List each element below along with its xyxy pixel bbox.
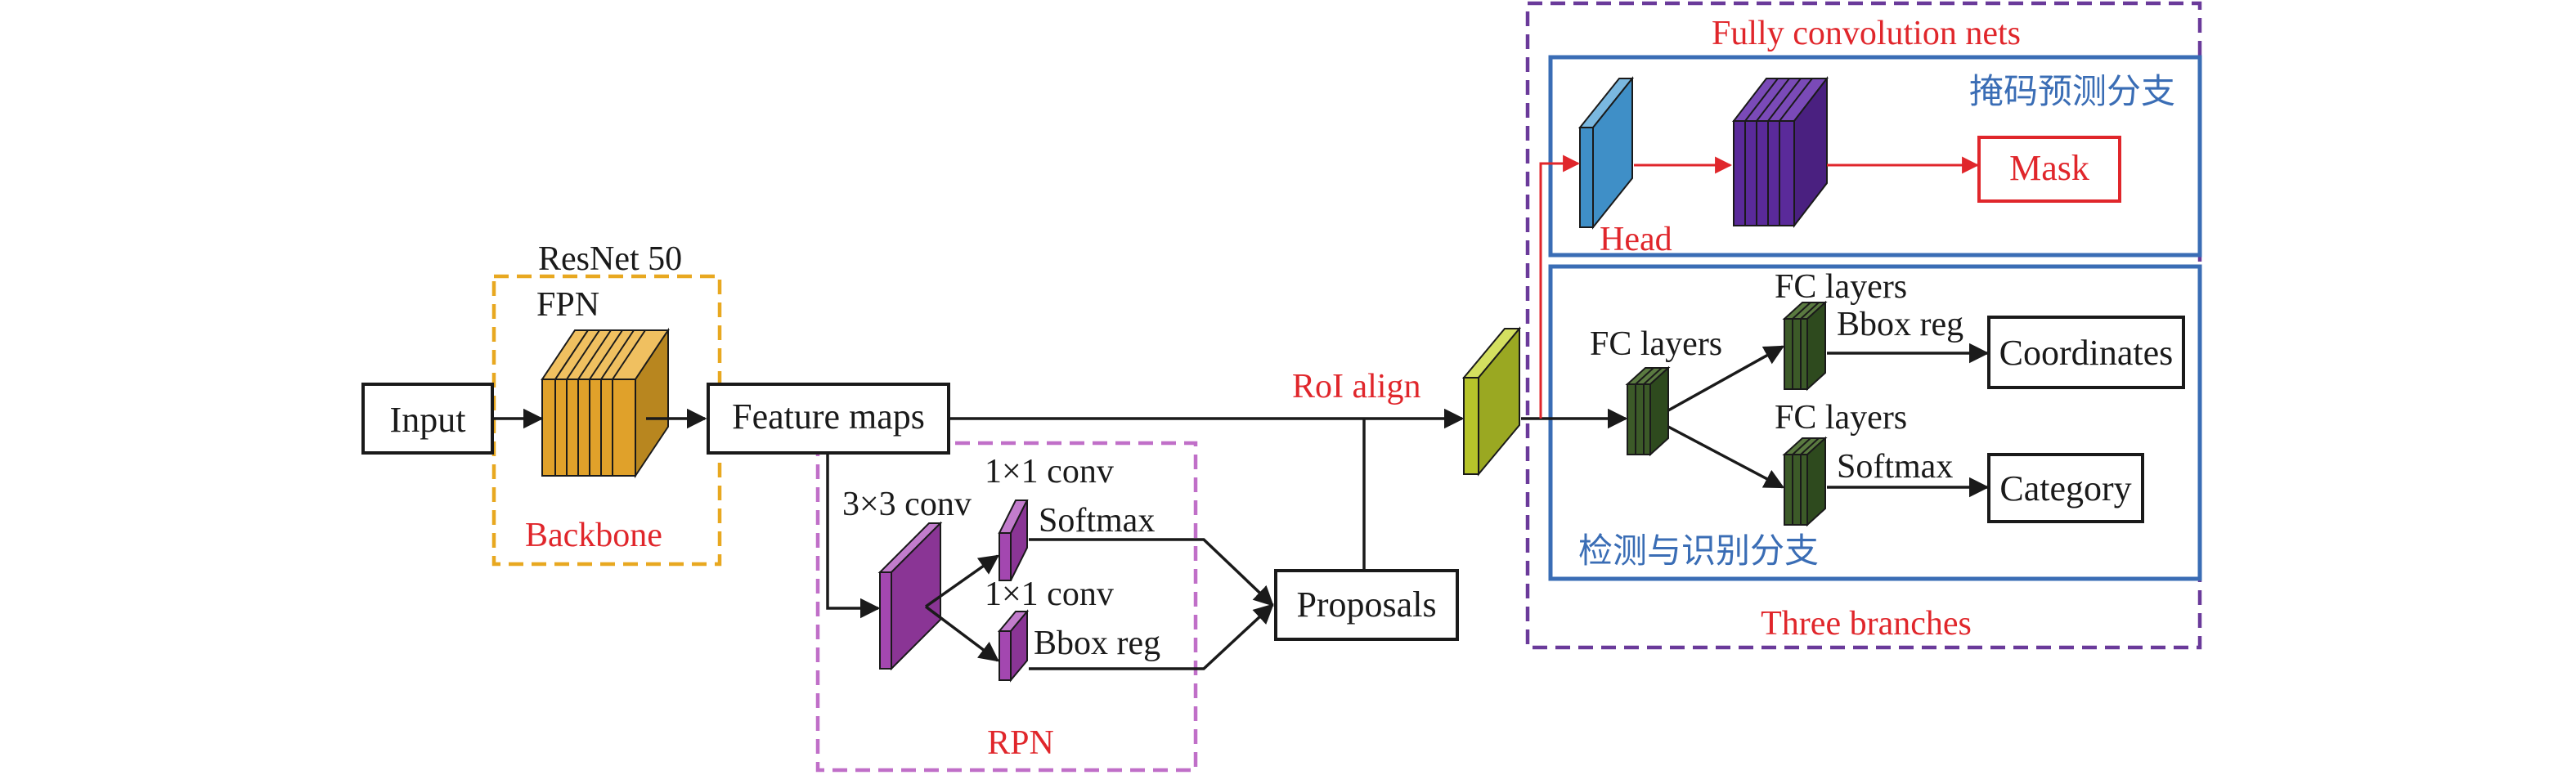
category-node: Category (1987, 453, 2144, 523)
mask-branch-label: 掩码预测分支 (1969, 74, 2175, 111)
detection-branch-label: 检测与识别分支 (1578, 532, 1819, 571)
bbox-rpn-label: Bbox reg (1034, 625, 1160, 662)
edge-feature-maps-to-rpn (826, 437, 881, 619)
three-branches-label: Three branches (1761, 605, 1972, 643)
rpn-frame (815, 441, 1198, 773)
detection-branch-frame (1548, 264, 2202, 581)
layer-edge (600, 329, 635, 380)
softmax-label: Softmax (1837, 448, 1953, 486)
input-node: Input (361, 383, 494, 455)
fc-layers-top-block (1782, 300, 1828, 392)
edge-fc-main-to-fc-top (1667, 345, 1785, 412)
mask-label: Mask (2009, 148, 2089, 188)
edge-bbox-to-proposals (1029, 603, 1274, 670)
category-label: Category (1999, 468, 2131, 508)
conv1-top-label: 1×1 conv (985, 453, 1114, 491)
roi-align-label: RoI align (1292, 368, 1420, 405)
coordinates-node: Coordinates (1987, 316, 2185, 389)
backbone-layer (577, 379, 590, 477)
proposals-label: Proposals (1296, 585, 1436, 625)
feature-maps-label: Feature maps (732, 396, 925, 437)
coordinates-label: Coordinates (1999, 333, 2174, 373)
backbone-layer-side (635, 327, 669, 479)
edge-roi-to-head (1539, 155, 1581, 419)
input-label: Input (390, 400, 466, 440)
edge-3x3-to-1x1-bottom (924, 605, 999, 662)
head-block (1577, 76, 1635, 230)
mask-branch-frame (1548, 55, 2202, 258)
layer-edge (612, 329, 646, 380)
backbone-layer (589, 379, 602, 477)
edge-fc-main-to-fc-bottom (1667, 425, 1785, 489)
rpn-1x1-conv-bottom-block (997, 609, 1030, 683)
bbox-reg-label: Bbox reg (1837, 306, 1963, 343)
fc-layers-main-label: FC layers (1590, 325, 1722, 363)
edge-softmax-to-proposals (1029, 538, 1274, 607)
mask-feature-stack (1731, 76, 1829, 228)
layer-edge (589, 329, 623, 380)
backbone-layer (600, 379, 613, 477)
layer-edge (577, 329, 612, 380)
backbone-layer (554, 379, 568, 477)
layer-edge (566, 329, 600, 380)
rpn-label: RPN (987, 724, 1054, 762)
rpn-3x3-conv-block (877, 521, 943, 671)
fpn-label: FPN (536, 286, 599, 324)
backbone-layer (612, 379, 636, 477)
roi-align-block (1461, 326, 1522, 477)
feature-maps-node: Feature maps (707, 383, 950, 455)
fcn-label: Fully convolution nets (1712, 15, 2021, 52)
mask-node: Mask (1977, 136, 2121, 203)
rpn-1x1-conv-top-block (998, 499, 1029, 581)
fc-layers-bottom-block (1782, 436, 1828, 527)
backbone-layer-stack (541, 327, 670, 479)
head-label: Head (1600, 221, 1672, 258)
softmax-rpn-label: Softmax (1039, 502, 1155, 540)
fc-layers-main-block (1625, 365, 1671, 457)
backbone-layer (566, 379, 579, 477)
conv3-label: 3×3 conv (842, 486, 972, 523)
proposals-node: Proposals (1274, 569, 1459, 641)
conv1-bottom-label: 1×1 conv (985, 576, 1114, 613)
backbone-layer (541, 379, 556, 477)
backbone-label: Backbone (525, 517, 662, 554)
fc-layers-bottom-label: FC layers (1775, 399, 1907, 437)
fc-layers-top-label: FC layers (1775, 268, 1907, 306)
resnet-label: ResNet 50 (538, 240, 682, 278)
edge-3x3-to-1x1-top (924, 554, 1000, 608)
